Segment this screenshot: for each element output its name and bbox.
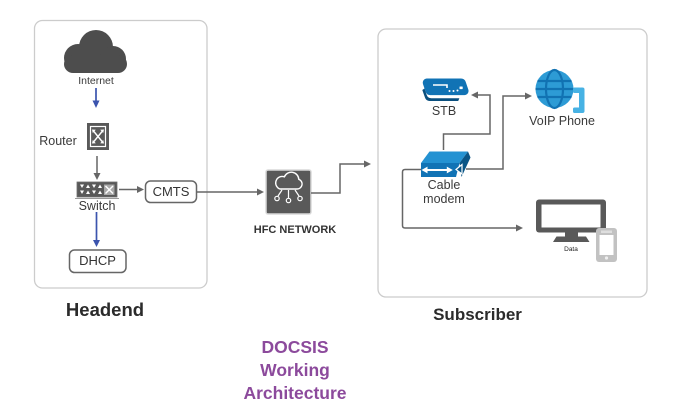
edge-switch-dhcp — [93, 212, 100, 247]
smartphone-icon — [596, 228, 617, 262]
router-label: Router — [39, 134, 77, 148]
cmts-label: CMTS — [152, 184, 190, 199]
cable-modem-icon — [421, 151, 471, 177]
internet-label: Internet — [78, 75, 114, 87]
data-label: Data — [564, 246, 578, 253]
diagram-title-line3: Architecture — [243, 383, 347, 403]
cmts-box — [144, 180, 198, 204]
cable-modem-label: Cable modem — [423, 178, 465, 207]
diagram-title-line1: DOCSIS — [261, 337, 329, 357]
voip-phone-label: VoIP Phone — [529, 114, 595, 128]
monitor-icon — [536, 199, 606, 242]
edge-router-switch — [93, 156, 101, 180]
router-icon — [87, 123, 109, 150]
edge-modem-voip — [466, 92, 532, 170]
edge-modem-data — [401, 168, 523, 232]
switch-icon — [75, 181, 119, 199]
headend-title: Headend — [65, 299, 145, 320]
edge-cmts-hfc — [197, 188, 264, 196]
stb-label: STB — [431, 104, 457, 118]
edge-modem-stb — [442, 91, 491, 150]
diagram-title-line2: Working — [260, 360, 330, 380]
globe-icon — [535, 68, 574, 110]
dhcp-box — [68, 249, 127, 274]
stb-icon — [422, 78, 469, 101]
edge-hfc-subscriber — [311, 160, 371, 194]
diagram-title: DOCSIS Working Architecture — [210, 336, 380, 405]
cloud-icon — [64, 30, 127, 73]
edge-switch-cmts — [119, 186, 144, 193]
hfc-network-icon — [265, 169, 312, 215]
hfc-network-label: HFC NETWORK — [253, 224, 337, 236]
headend-container — [33, 19, 208, 289]
edge-internet-router — [92, 88, 100, 108]
switch-label: Switch — [78, 199, 116, 213]
phone-handset-icon — [573, 87, 585, 113]
dhcp-label: DHCP — [79, 253, 116, 268]
subscriber-title: Subscriber — [433, 305, 522, 324]
